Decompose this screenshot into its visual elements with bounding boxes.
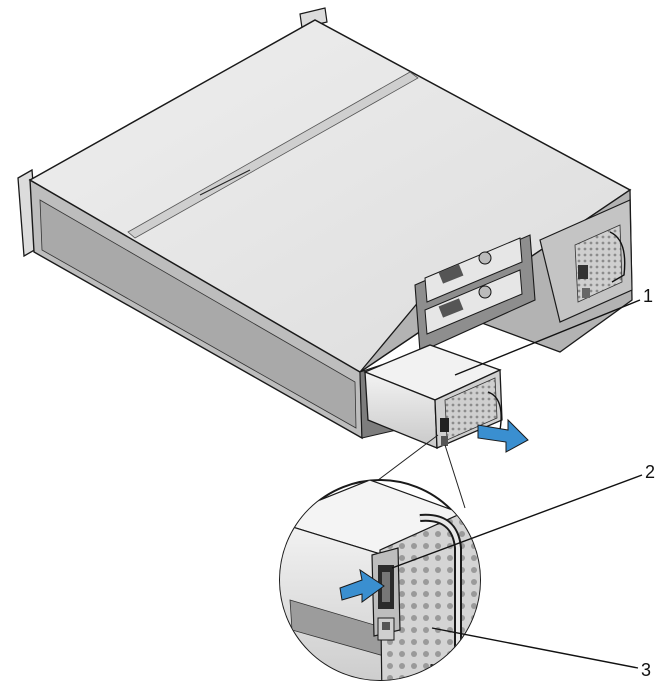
callout-2: 2 — [645, 462, 655, 482]
callout-1: 1 — [643, 286, 653, 306]
controller-module-lower — [424, 269, 523, 335]
detail-inset — [279, 479, 481, 681]
storage-chassis — [17, 7, 633, 440]
controller-module-upper — [424, 237, 523, 303]
installed-power-supply — [539, 199, 633, 323]
push-arrow-icon — [339, 568, 385, 603]
callout-3: 3 — [641, 660, 651, 680]
power-supply-module — [363, 344, 503, 449]
pull-arrow-icon — [477, 418, 529, 453]
power-cord-retention-clip — [371, 547, 401, 637]
power-switch-icon — [377, 617, 395, 641]
